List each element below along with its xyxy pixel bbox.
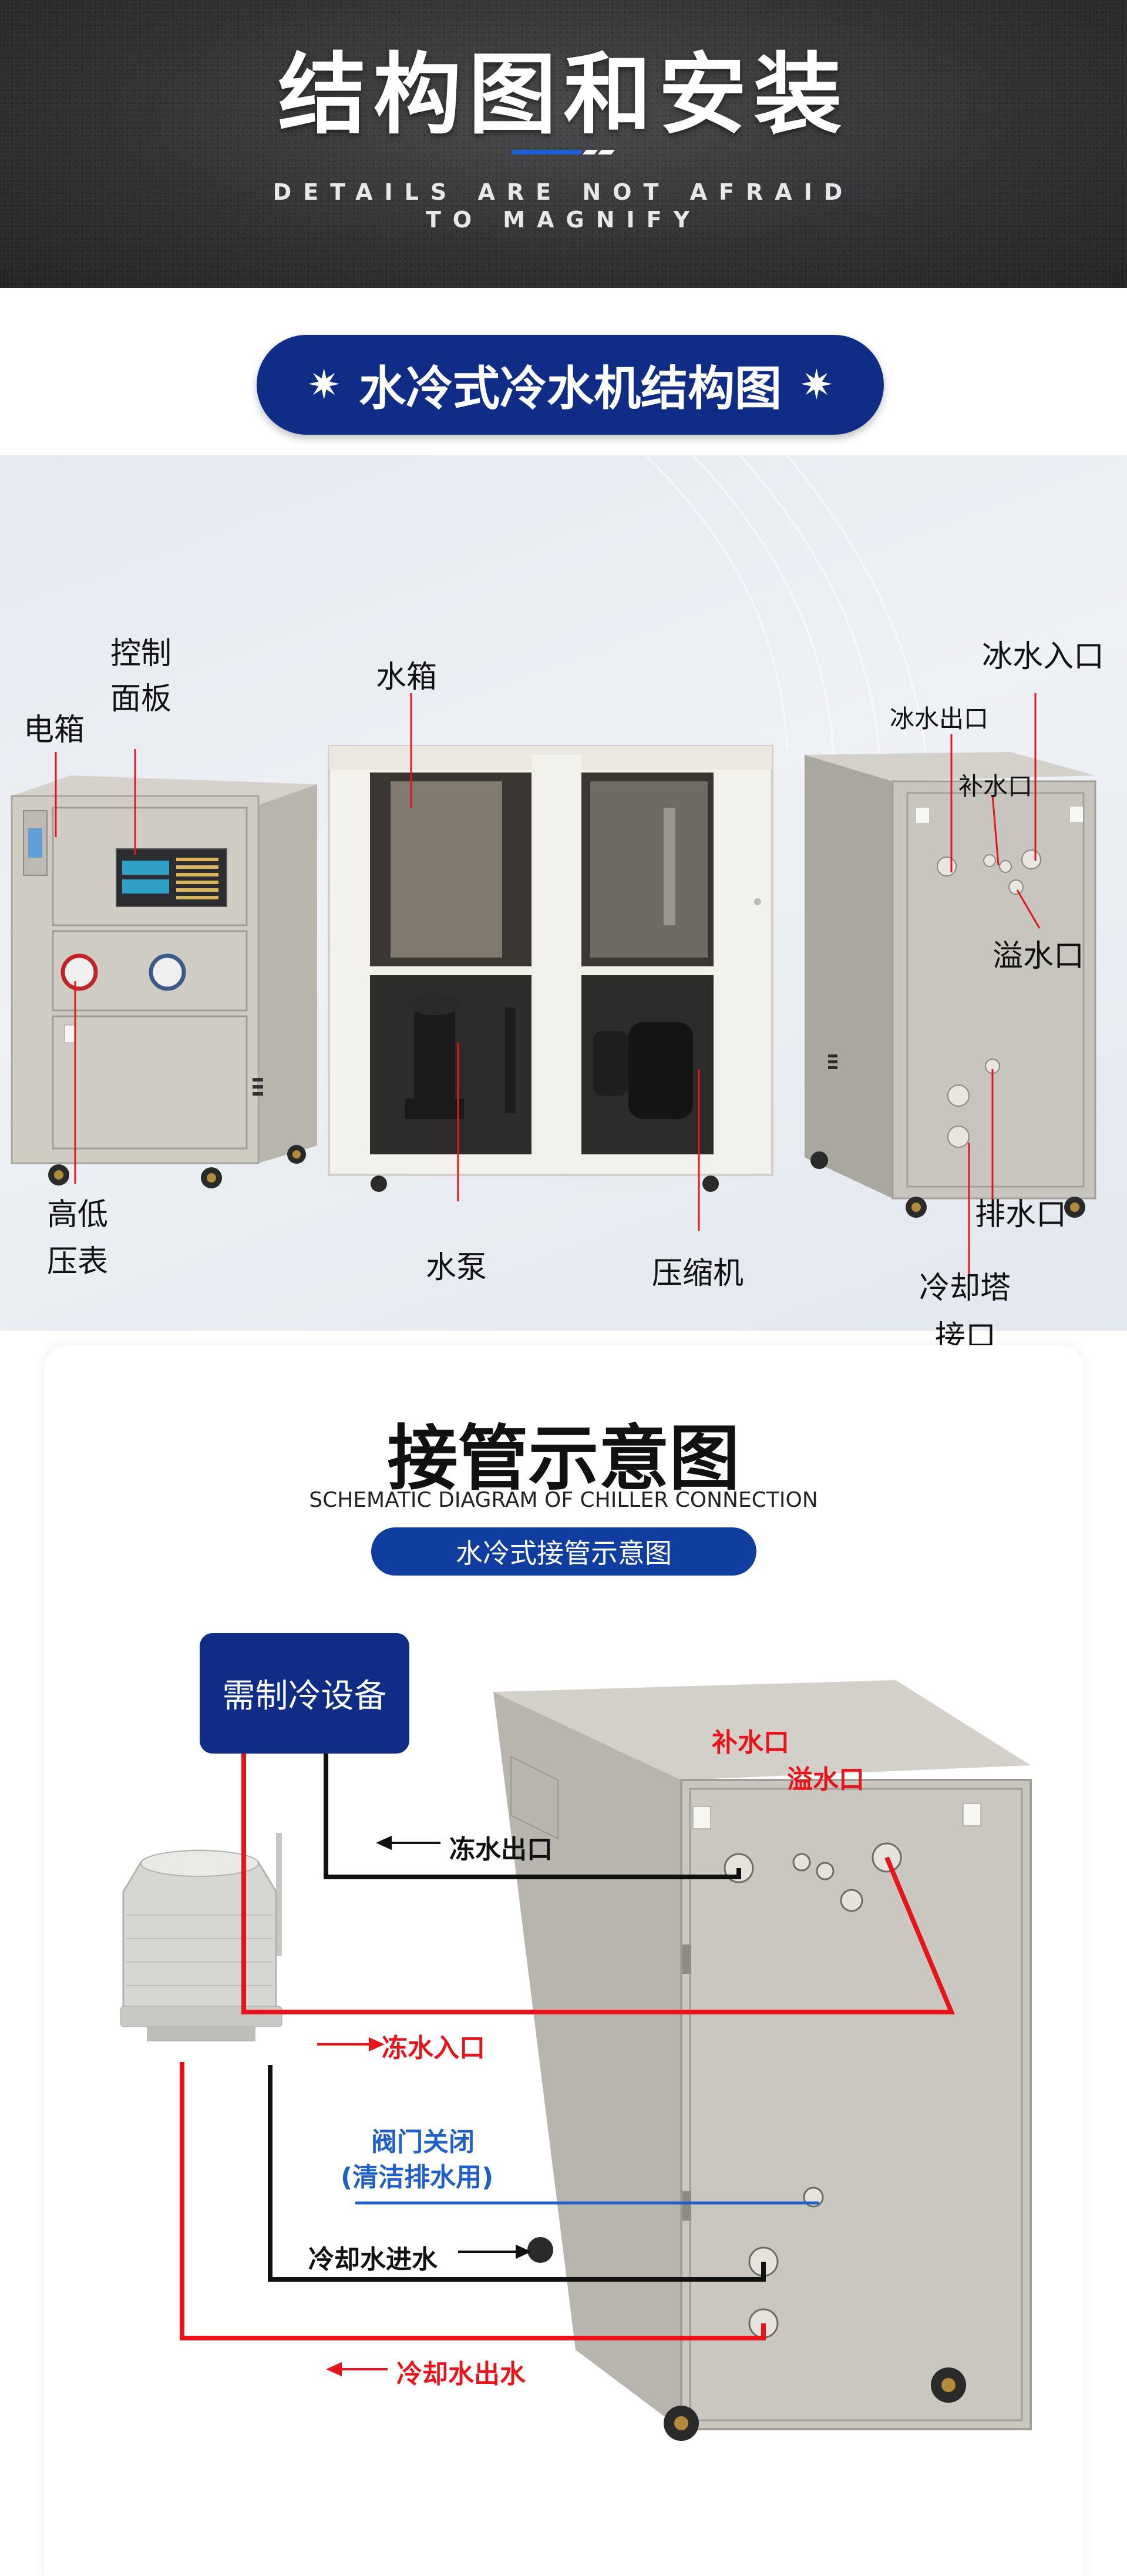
header-banner: 结构图和安装 DETAILS ARE NOT AFRAID TO MAGNIFY xyxy=(0,0,1127,288)
structure-section-title: 水冷式冷水机结构图 xyxy=(359,361,782,416)
chiller-structure-illustration xyxy=(11,455,1096,1284)
label-cooling-tower-line1: 冷却塔 xyxy=(919,1271,1011,1306)
connection-diagram-title: 接管示意图 xyxy=(387,1419,740,1498)
star-icon: ✷ xyxy=(799,361,834,409)
label-high-low-gauge-line1: 高低 xyxy=(47,1197,109,1232)
cooling-equipment-box: 需制冷设备 xyxy=(200,1633,409,1754)
label-overflow-port: 溢水口 xyxy=(993,939,1085,974)
header-tagline-line1: DETAILS ARE NOT AFRAID xyxy=(273,179,854,205)
structure-photo-panel: 电箱 控制 面板 高低 压表 水箱 水泵 压缩机 冰水入口 冰水出口 补水口 溢… xyxy=(0,455,1127,1331)
right-chiller-rear xyxy=(805,752,1096,1218)
label-drain-port: 排水口 xyxy=(975,1197,1067,1232)
label-high-low-gauge-line2: 压表 xyxy=(47,1244,109,1279)
label-control-panel-line1: 控制 xyxy=(110,636,172,671)
label-valve-closed-line2: (清洁排水用) xyxy=(341,2162,494,2192)
label-valve-closed-line1: 阀门关闭 xyxy=(371,2127,475,2157)
label-water-tank: 水箱 xyxy=(376,660,438,695)
label-ice-water-outlet: 冰水出口 xyxy=(890,704,989,733)
connection-diagram-pill: 水冷式接管示意图 xyxy=(371,1527,756,1576)
label-water-pump: 水泵 xyxy=(426,1250,487,1285)
label-overflow-port-diagram: 溢水口 xyxy=(787,1765,864,1795)
structure-section-title-pill: ✷ 水冷式冷水机结构图 ✷ xyxy=(257,335,884,435)
label-compressor: 压缩机 xyxy=(652,1256,744,1291)
connection-diagram-illustration xyxy=(120,1680,1032,2441)
label-makeup-port-diagram: 补水口 xyxy=(712,1728,789,1758)
label-cooling-water-in: 冷却水进水 xyxy=(308,2245,438,2275)
star-icon: ✷ xyxy=(307,361,341,409)
label-electric-box: 电箱 xyxy=(23,713,85,748)
label-cooling-water-out: 冷却水出水 xyxy=(396,2359,526,2389)
middle-chiller-open xyxy=(328,745,773,1192)
header-tagline-line2: TO MAGNIFY xyxy=(425,207,702,233)
header-accent-bar xyxy=(512,150,615,155)
header-title: 结构图和安装 xyxy=(278,44,849,146)
connection-diagram-subtitle: SCHEMATIC DIAGRAM OF CHILLER CONNECTION xyxy=(309,1488,818,1512)
left-chiller-front xyxy=(11,775,317,1188)
label-control-panel-line2: 面板 xyxy=(110,681,172,717)
label-makeup-port: 补水口 xyxy=(958,772,1033,801)
label-chilled-water-inlet: 冻水入口 xyxy=(382,2033,485,2063)
label-chilled-water-outlet: 冻水出口 xyxy=(449,1835,553,1865)
label-ice-water-inlet: 冰水入口 xyxy=(982,639,1105,674)
